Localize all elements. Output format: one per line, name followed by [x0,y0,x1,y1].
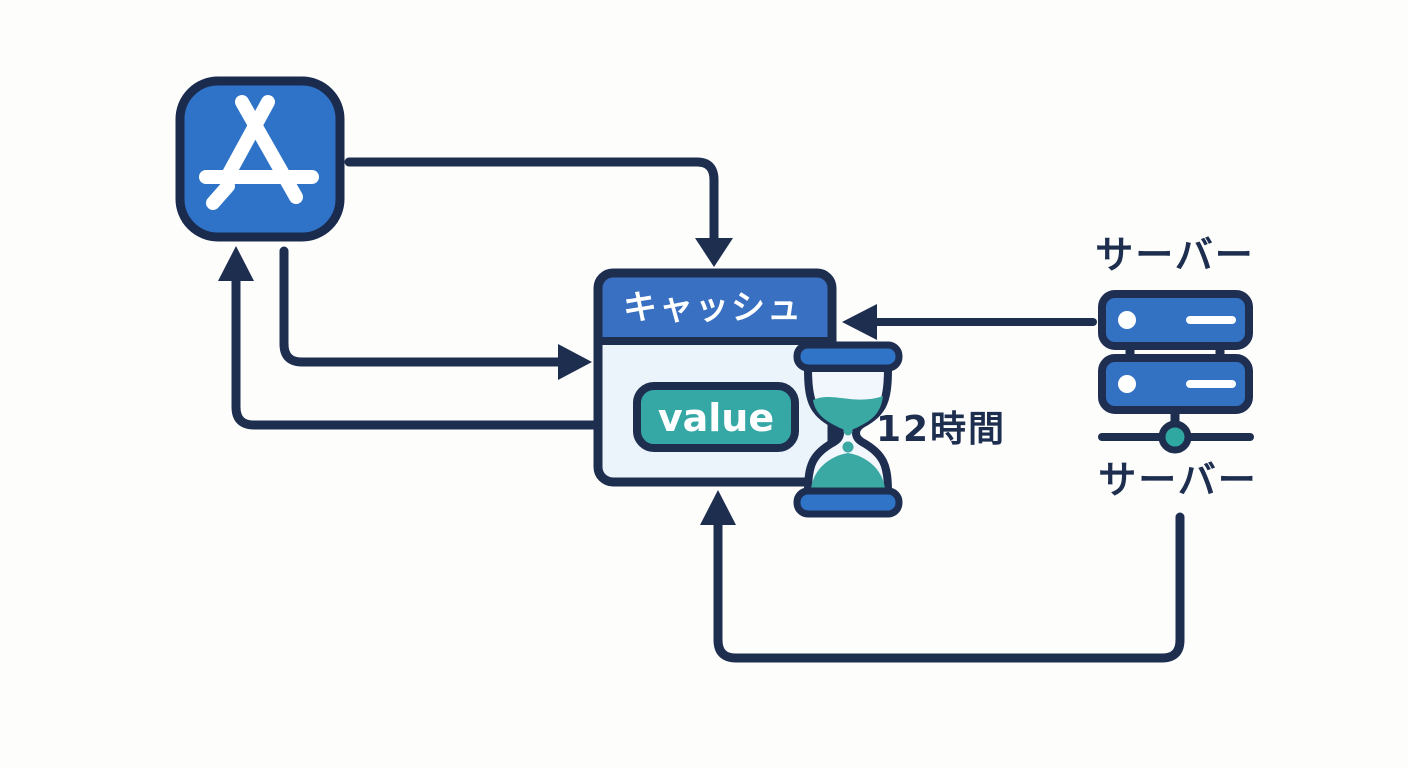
network-node-icon [1158,420,1192,454]
rack-unit-top [1098,290,1253,350]
arrow-cache-to-app [218,246,602,430]
arrow-shaft [231,275,602,430]
arrow-app-to-cache-left [279,246,592,380]
arrow-shaft [279,246,563,367]
arrow-app-to-cache-top [344,157,733,267]
arrowhead-up-icon [700,490,736,525]
arrow-server-to-cache [842,304,1097,340]
cache-title: キャッシュ [623,288,803,328]
app-store-a-glyph [199,95,319,210]
hourglass-sand-bottom [811,453,885,489]
app-store-icon [175,76,345,242]
server-bottom-label: サーバー [1098,458,1258,502]
hourglass-cap-top [793,341,903,372]
hourglass-sand-drop [843,426,853,436]
cache-value-label: value [658,396,774,440]
hourglass-sand-drop [842,441,854,453]
rack-unit-bottom [1098,354,1253,414]
cache-box: キャッシュ value [593,268,837,487]
hourglass-cap-bottom [793,487,903,518]
rack-led-icon [1118,311,1136,329]
cache-header [598,273,832,341]
cache-value-pill: value [633,382,799,452]
server-rack-icon [1098,290,1254,454]
ttl-label: 12時間 [876,409,1006,450]
value-pill-background [633,382,799,452]
arrow-shaft [344,157,719,243]
arrowhead-up-icon [218,246,254,281]
rack-led-icon [1118,375,1136,393]
arrowhead-down-icon [695,238,733,267]
hourglass-icon [793,341,903,518]
glyph-left-stick [219,95,275,186]
glyph-foot-stub [206,179,235,210]
arrow-server-to-cache-bottom [700,490,1185,663]
hourglass-sand-top [813,396,883,430]
server-top-label: サーバー [1095,233,1255,277]
arrowhead-left-icon [842,304,877,340]
arrow-shaft [713,512,1185,663]
arrowhead-right-icon [558,344,592,380]
